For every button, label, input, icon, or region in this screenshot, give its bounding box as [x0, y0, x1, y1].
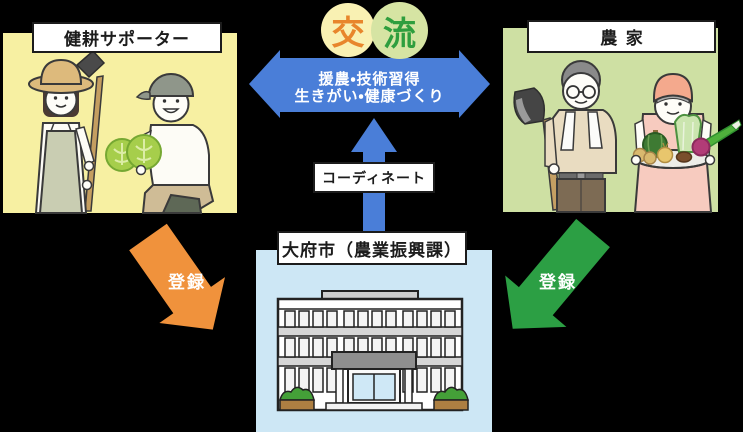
register-arrow-left [129, 223, 225, 330]
cabbage-veins [135, 139, 153, 163]
man-hand [135, 164, 147, 176]
elderly-farmer-woman [630, 72, 742, 213]
city-hall-illustration-icon [276, 290, 469, 412]
register-right-label: 登録 [539, 273, 577, 292]
entrance-steps [325, 402, 423, 411]
planter [433, 399, 469, 411]
planter [279, 399, 315, 411]
mutual-arrow-caption: 援農・技術習得 生きがい・健康づくり [280, 71, 459, 105]
woman-arm [75, 126, 95, 167]
mushroom-icon [675, 151, 693, 163]
supporters-label: 健耕サポーター [32, 22, 222, 53]
apron-straps [50, 122, 72, 132]
cap-brim-icon [135, 90, 151, 100]
windows [284, 310, 456, 393]
man-smile [162, 108, 180, 114]
farmers-label: 農家 [527, 20, 716, 53]
man-arm [544, 116, 558, 169]
woman-eye [664, 102, 668, 106]
turnip-icon [691, 137, 711, 157]
woman-eye [678, 102, 682, 106]
green-onion-tip [730, 119, 742, 131]
supporters-panel [3, 33, 237, 214]
cap-icon [147, 73, 195, 97]
towel-icon [560, 111, 576, 151]
woman-hand [83, 160, 95, 172]
straw-hat-crown-icon [39, 58, 83, 85]
woman-smile [666, 111, 680, 115]
mutual-arrow-line2: 生きがい・健康づくり [294, 88, 445, 105]
city-panel [256, 250, 492, 432]
floor-band [277, 326, 463, 337]
towel-icon [587, 111, 603, 149]
exchange-circle-kou: 交 [321, 3, 375, 57]
city-hall-building [276, 290, 469, 412]
woman-apron [38, 130, 84, 214]
potato-icon [643, 151, 657, 165]
hoe-blade-icon [75, 49, 106, 79]
woman-hand [630, 154, 642, 166]
farmers-illustration-icon [513, 60, 742, 213]
farmers-panel [503, 28, 742, 213]
register-left-label: 登録 [168, 273, 206, 292]
mutual-exchange-arrow [249, 50, 490, 118]
woman-smile [55, 104, 67, 108]
bush-icon [279, 386, 315, 401]
exchange-circle-ryu: 流 [371, 2, 428, 59]
man-with-cabbages [105, 73, 215, 214]
man-boot [161, 193, 203, 214]
mutual-arrow-line1: 援農・技術習得 [318, 71, 421, 88]
man-eye [162, 99, 167, 103]
vegetable-basket-icon [632, 113, 742, 169]
man-hand [548, 163, 560, 175]
woman-with-hoe [28, 49, 106, 214]
register-arrow-right [505, 218, 610, 329]
bush-icon [433, 386, 469, 401]
woman-hand [81, 179, 93, 191]
supporters-illustration-icon [28, 49, 215, 214]
woman-eye [64, 96, 69, 100]
man-smile [574, 100, 588, 104]
city-label: 大府市（農業振興課） [277, 231, 467, 265]
shovel-blade-tip [516, 98, 531, 123]
head-scarf-icon [653, 72, 693, 103]
woman-hand [704, 154, 716, 166]
coordinate-label: コーディネート [313, 162, 435, 193]
elderly-farmer-man [513, 60, 617, 213]
onion-icon [656, 146, 674, 164]
woman-eye [53, 96, 58, 100]
man-eye [175, 99, 180, 103]
